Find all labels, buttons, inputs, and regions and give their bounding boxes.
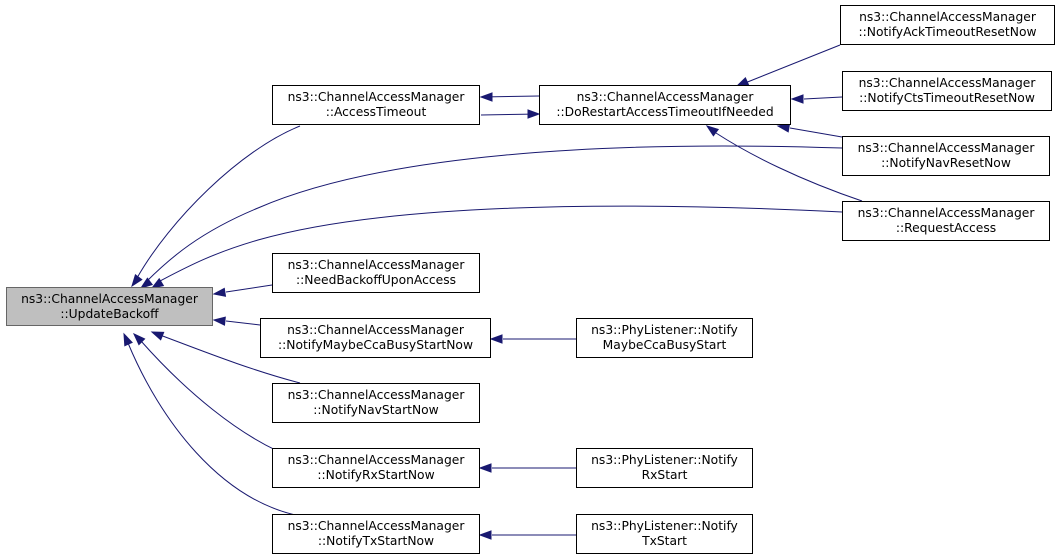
arrowhead-icon xyxy=(478,463,492,473)
edge-nav-start-to-update-backoff xyxy=(159,334,301,384)
node-notify-maybe-cca-line2: ::NotifyMaybeCcaBusyStartNow xyxy=(277,338,474,352)
node-notify-ack-timeout-reset[interactable]: ns3::ChannelAccessManager ::NotifyAckTim… xyxy=(840,5,1055,45)
node-phy-maybe-cca-line2: MaybeCcaBusyStart xyxy=(602,338,727,352)
arrowhead-icon xyxy=(790,94,804,104)
node-notify-rx-start[interactable]: ns3::ChannelAccessManager ::NotifyRxStar… xyxy=(272,448,480,488)
node-phy-maybe-cca-line1: ns3::PhyListener::Notify xyxy=(591,323,738,337)
node-do-restart-access-timeout[interactable]: ns3::ChannelAccessManager ::DoRestartAcc… xyxy=(539,85,791,125)
edge-access-timeout-to-update-backoff xyxy=(136,125,301,279)
node-phy-rx-start[interactable]: ns3::PhyListener::Notify RxStart xyxy=(576,448,753,488)
arrowhead-icon xyxy=(489,334,503,344)
node-phy-tx-start[interactable]: ns3::PhyListener::Notify TxStart xyxy=(576,514,753,554)
node-notify-cts-line2: ::NotifyCtsTimeoutResetNow xyxy=(859,91,1035,105)
node-phy-rx-start-line1: ns3::PhyListener::Notify xyxy=(591,453,738,467)
node-access-timeout-line1: ns3::ChannelAccessManager xyxy=(287,90,465,104)
node-request-access-line1: ns3::ChannelAccessManager xyxy=(857,206,1035,220)
arrowhead-icon xyxy=(132,332,146,346)
edge-tx-start-to-update-backoff xyxy=(127,342,301,517)
arrowhead-icon xyxy=(705,125,720,137)
node-phy-maybe-cca-busy-start[interactable]: ns3::PhyListener::Notify MaybeCcaBusySta… xyxy=(576,318,753,358)
edge-notify-cts-to-do-restart xyxy=(803,96,843,100)
arrowhead-icon xyxy=(150,277,165,289)
arrowhead-icon xyxy=(212,316,226,326)
node-notify-tx-start[interactable]: ns3::ChannelAccessManager ::NotifyTxStar… xyxy=(272,514,480,554)
node-notify-maybe-cca-line1: ns3::ChannelAccessManager xyxy=(287,323,464,337)
edge-notify-nav-reset-to-do-restart xyxy=(789,127,843,138)
node-phy-tx-start-line2: TxStart xyxy=(642,534,687,548)
node-notify-rx-start-line2: ::NotifyRxStartNow xyxy=(317,468,435,482)
arrowhead-icon xyxy=(776,123,791,133)
arrowhead-icon xyxy=(212,287,227,297)
edge-nav-reset-to-update-backoff xyxy=(145,145,843,283)
node-do-restart-line1: ns3::ChannelAccessManager xyxy=(576,90,754,104)
node-need-backoff-upon-access[interactable]: ns3::ChannelAccessManager ::NeedBackoffU… xyxy=(272,253,480,293)
node-do-restart-line2: ::DoRestartAccessTimeoutIfNeeded xyxy=(556,105,774,119)
node-request-access-line2: ::RequestAccess xyxy=(895,221,997,235)
node-notify-cts-line1: ns3::ChannelAccessManager xyxy=(858,76,1036,90)
node-notify-tx-start-line2: ::NotifyTxStartNow xyxy=(317,534,435,548)
arrowhead-icon xyxy=(478,530,492,540)
node-phy-rx-start-line2: RxStart xyxy=(641,468,688,482)
node-need-backoff-line2: ::NeedBackoffUponAccess xyxy=(295,273,457,287)
arrowhead-icon xyxy=(479,92,493,102)
node-notify-nav-start-line1: ns3::ChannelAccessManager xyxy=(287,388,465,402)
edge-need-backoff-to-update-backoff xyxy=(225,284,273,293)
node-update-backoff-line2: ::UpdateBackoff xyxy=(60,306,159,321)
node-notify-nav-start-line2: ::NotifyNavStartNow xyxy=(313,403,439,417)
node-request-access[interactable]: ns3::ChannelAccessManager ::RequestAcces… xyxy=(842,201,1050,241)
node-notify-nav-reset[interactable]: ns3::ChannelAccessManager ::NotifyNavRes… xyxy=(842,136,1050,176)
node-update-backoff-line1: ns3::ChannelAccessManager xyxy=(21,291,198,306)
node-phy-tx-start-line1: ns3::PhyListener::Notify xyxy=(591,519,738,533)
edge-request-access-to-do-restart xyxy=(715,132,863,202)
node-notify-ack-line1: ns3::ChannelAccessManager xyxy=(859,10,1036,24)
edge-notify-ack-to-do-restart xyxy=(744,44,841,84)
node-notify-tx-start-line1: ns3::ChannelAccessManager xyxy=(287,519,465,533)
node-notify-nav-start[interactable]: ns3::ChannelAccessManager ::NotifyNavSta… xyxy=(272,383,480,423)
node-access-timeout[interactable]: ns3::ChannelAccessManager ::AccessTimeou… xyxy=(272,85,480,125)
arrowhead-icon xyxy=(139,277,154,289)
node-notify-nav-reset-line1: ns3::ChannelAccessManager xyxy=(857,141,1035,155)
node-need-backoff-line1: ns3::ChannelAccessManager xyxy=(287,258,465,272)
arrowhead-icon xyxy=(123,332,133,347)
node-notify-ack-line2: ::NotifyAckTimeoutResetNow xyxy=(858,25,1037,39)
arrowhead-icon xyxy=(131,273,143,288)
node-access-timeout-line2: ::AccessTimeout xyxy=(325,105,427,119)
edge-request-access-to-update-backoff xyxy=(157,205,843,283)
node-notify-cts-timeout-reset[interactable]: ns3::ChannelAccessManager ::NotifyCtsTim… xyxy=(842,71,1052,111)
arrowhead-icon xyxy=(527,109,541,119)
node-notify-maybe-cca-busy[interactable]: ns3::ChannelAccessManager ::NotifyMaybeC… xyxy=(260,318,491,358)
node-update-backoff: ns3::ChannelAccessManager ::UpdateBackof… xyxy=(6,287,213,326)
node-notify-nav-reset-line2: ::NotifyNavResetNow xyxy=(881,156,1011,170)
edge-maybe-cca-to-update-backoff xyxy=(225,320,261,326)
arrowhead-icon xyxy=(150,331,165,341)
node-notify-rx-start-line1: ns3::ChannelAccessManager xyxy=(287,453,465,467)
